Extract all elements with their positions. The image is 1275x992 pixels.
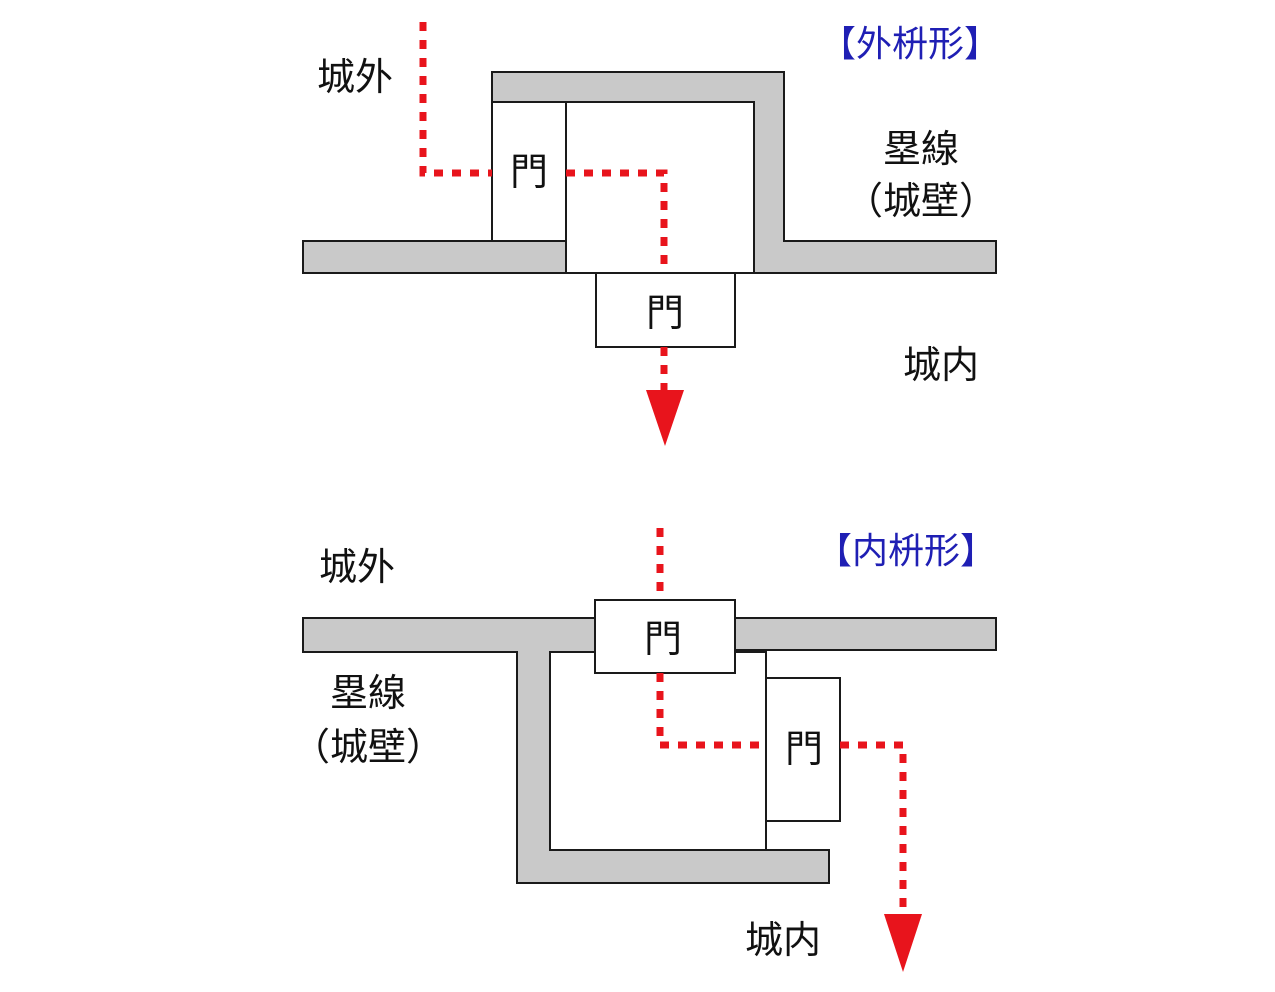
- inner-inner-gate-label: 門: [785, 727, 823, 771]
- inner-wall-label-line1: 塁線: [330, 671, 406, 715]
- outer-route-arrow-icon: [646, 390, 684, 446]
- outer-entry-route: [419, 22, 668, 392]
- outer-wall-label-line1: 塁線: [883, 127, 959, 171]
- inner-outer-gate-label: 門: [644, 617, 682, 661]
- inner-gate-label: 門: [646, 291, 684, 335]
- inner-outside-label: 城外: [319, 545, 395, 589]
- inner-outer-gate-box: [594, 599, 736, 674]
- outer-gate-label: 門: [510, 150, 548, 194]
- inner-inner-gate-box: [765, 677, 841, 822]
- inner-wall-label-line2: （城壁）: [292, 725, 444, 769]
- inner-inside-label: 城内: [745, 918, 821, 962]
- inner-wall-right: [734, 617, 997, 651]
- outer-masugata-diagram: 門 門 【外枡形】 城外 塁線 （城壁） 城内: [302, 22, 1000, 446]
- inner-masugata-diagram: 門 門 【内枡形】 城外 塁線 （城壁） 城内: [292, 528, 997, 972]
- inner-route-arrow-icon: [884, 914, 922, 972]
- inner-entry-route: [656, 528, 907, 916]
- outer-wall-left: [302, 240, 567, 274]
- outer-masugata-title: 【外枡形】: [820, 24, 1000, 65]
- outer-wall-label-line2: （城壁）: [845, 179, 997, 223]
- outer-outside-label: 城外: [317, 55, 393, 99]
- inner-masugata-title: 【内枡形】: [816, 531, 996, 572]
- outer-enclosure-court: [565, 101, 755, 274]
- outer-inside-label: 城内: [903, 343, 979, 387]
